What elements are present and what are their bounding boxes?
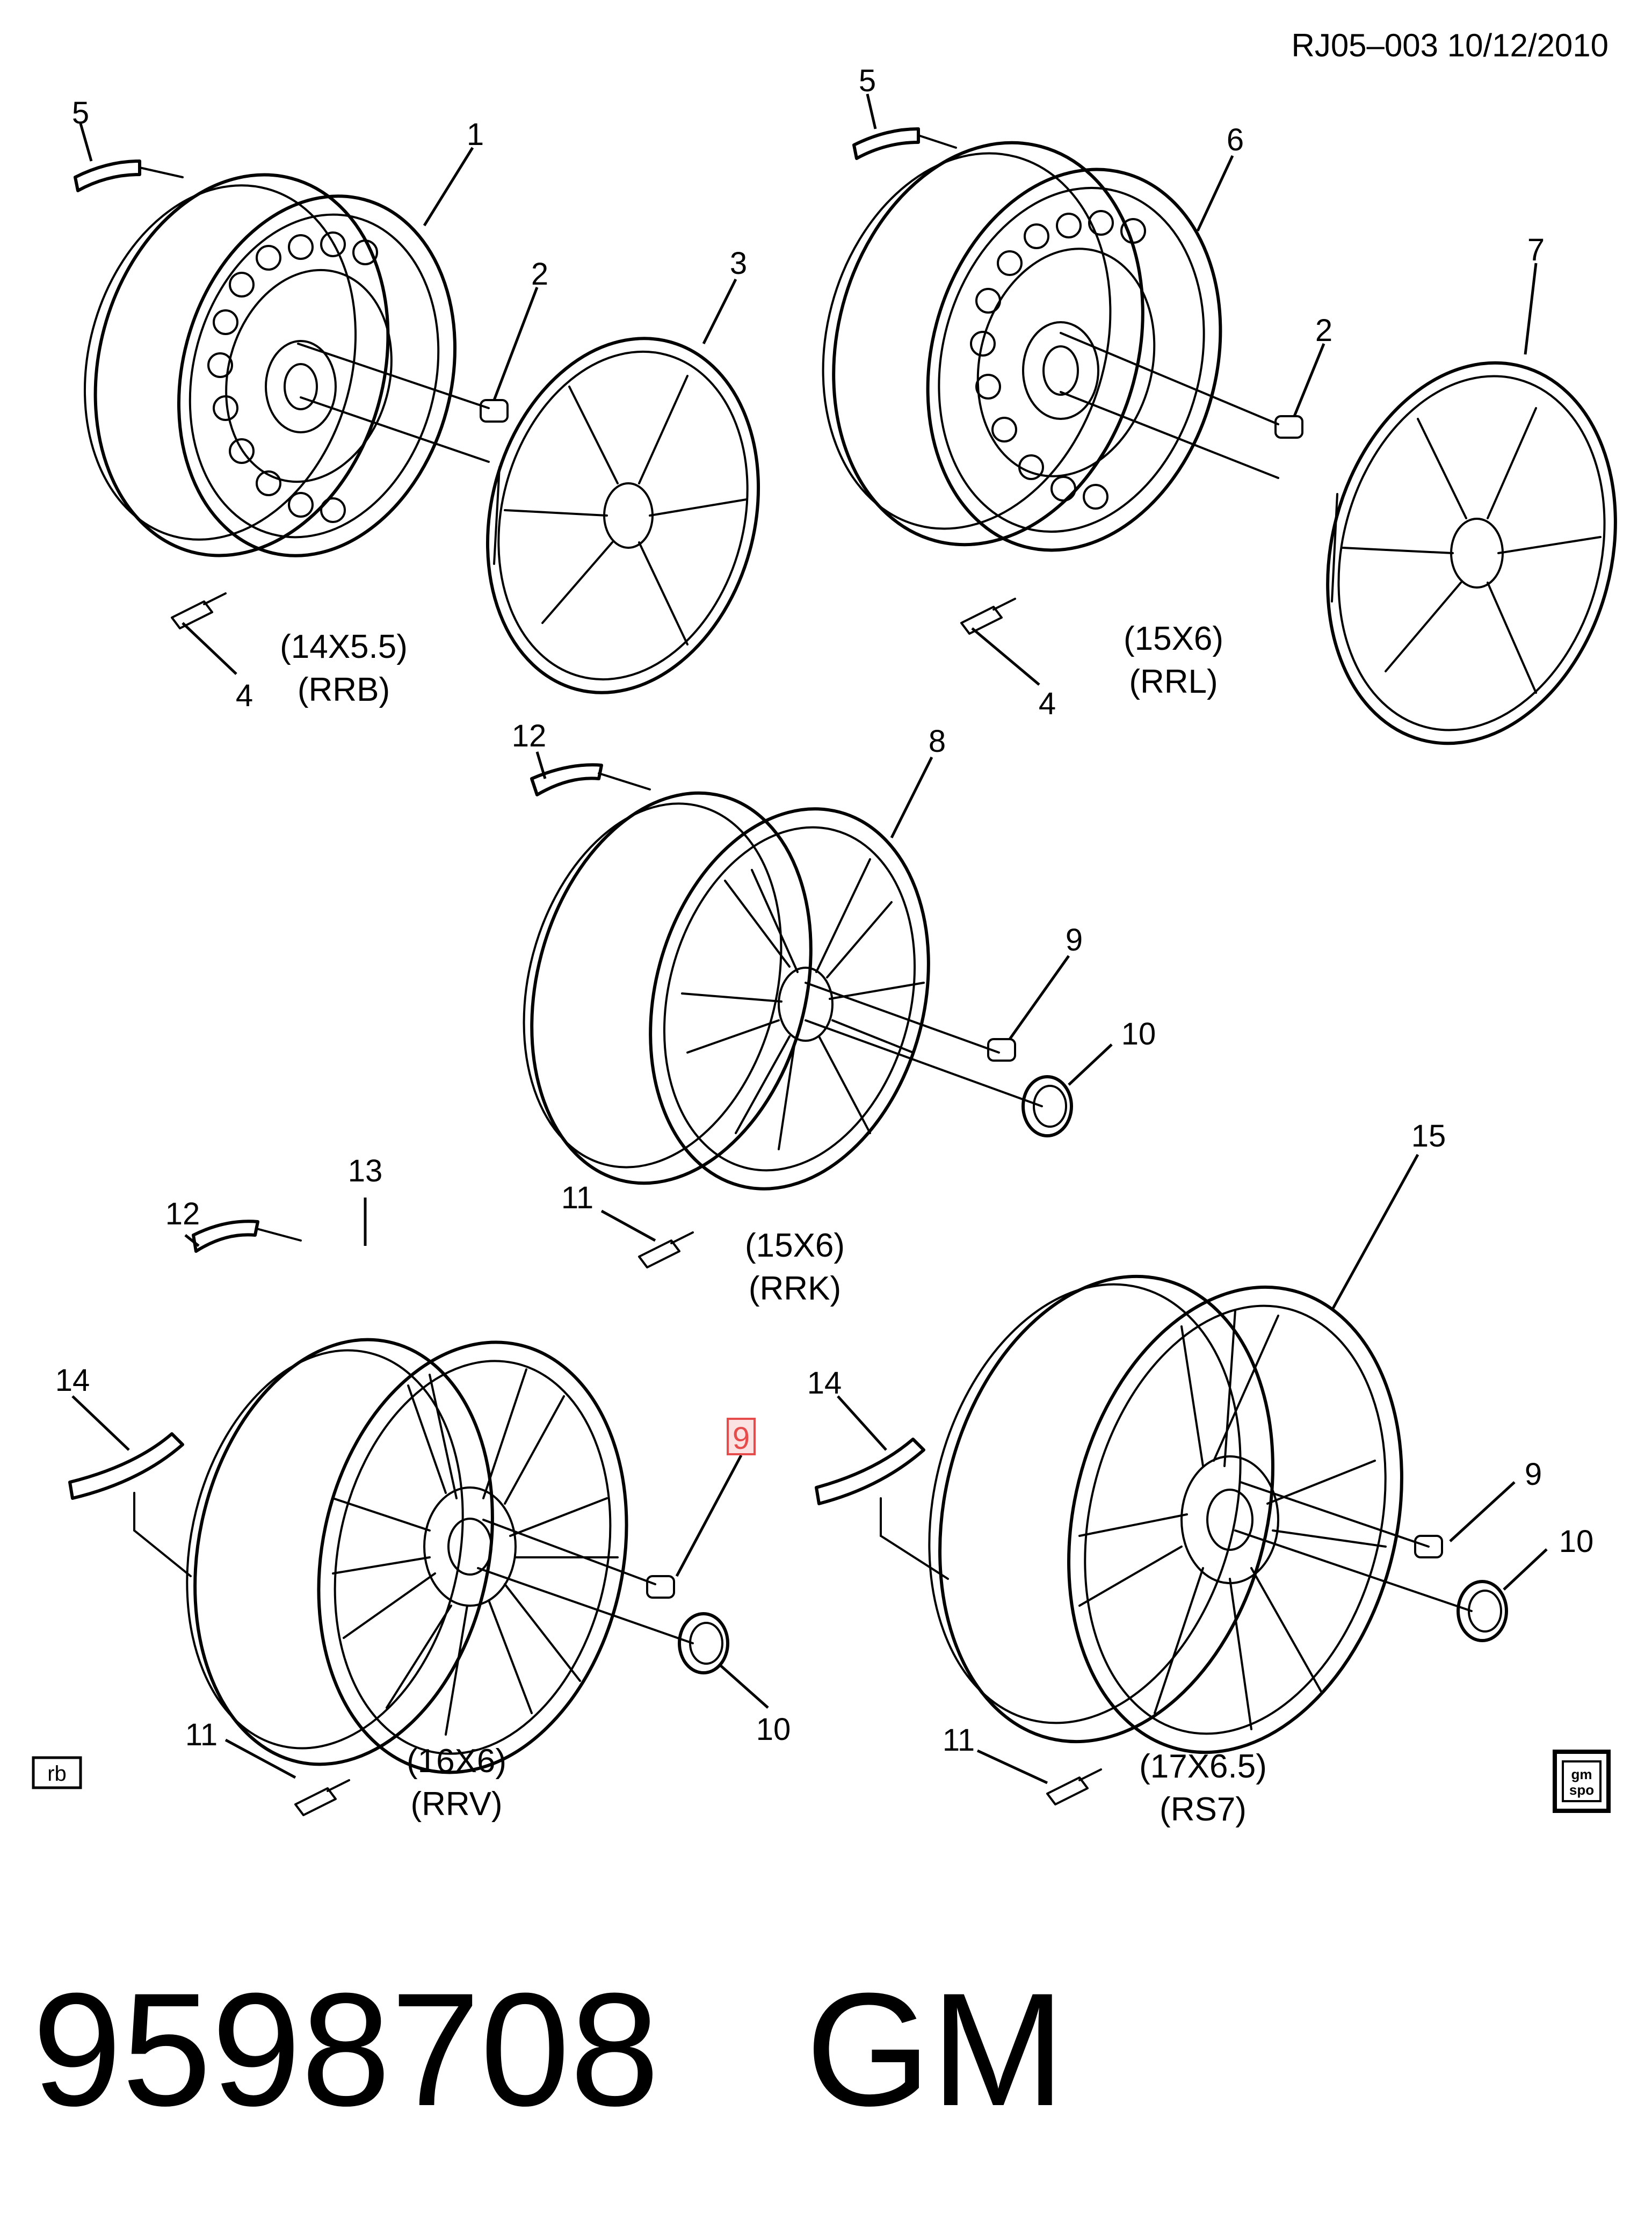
wheel-weight-rrv-14[interactable] (68, 1432, 184, 1500)
wheel-code-rrv: (RRV) (410, 1786, 502, 1823)
alloy-wheel-rrk[interactable] (486, 761, 969, 1221)
svg-text:gm: gm (1571, 1766, 1592, 1782)
callout-14-rs7: 14 (807, 1366, 842, 1401)
callout-12-rrk: 12 (512, 719, 547, 753)
wheel-weight-rrv-12[interactable] (192, 1220, 259, 1253)
part-number: 9598708 (32, 1959, 660, 2139)
valve-stem-rrb[interactable] (171, 592, 227, 629)
gm-spo-logo: gm spo (1553, 1750, 1611, 1813)
callout-8: 8 (929, 724, 946, 759)
wheel-code-rs7: (RS7) (1160, 1791, 1247, 1828)
callout-2-rrl: 2 (1315, 313, 1332, 348)
callout-10-rs7: 10 (1559, 1524, 1594, 1559)
callout-10-rrv: 10 (756, 1712, 791, 1747)
alloy-wheel-rrv[interactable] (151, 1312, 665, 1802)
wheel-cover-rrb[interactable] (450, 308, 797, 723)
wheel-size-rrl: (15X6) (1124, 620, 1223, 657)
svg-text:rb: rb (47, 1762, 67, 1786)
callout-3: 3 (730, 246, 747, 281)
wheel-code-rrl: (RRL) (1129, 663, 1218, 700)
rrb-vent-holes (207, 231, 378, 523)
center-cap-rs7[interactable] (1457, 1580, 1508, 1642)
wheel-rrl-group: 5 6 2 7 4 (15X6) (RRL) (782, 63, 1652, 776)
wheel-size-rs7: (17X6.5) (1139, 1748, 1267, 1785)
wheel-cover-rrl[interactable] (1287, 330, 1652, 776)
callout-7: 7 (1527, 233, 1545, 267)
callout-11-rs7: 11 (943, 1723, 975, 1758)
valve-stem-rs7[interactable] (1046, 1768, 1102, 1805)
callout-5-rrb: 5 (72, 96, 89, 130)
center-cap-rrv[interactable] (678, 1612, 729, 1674)
wheel-rrb-group: 5 1 2 3 4 (14X5.5) (RRB) (47, 96, 797, 723)
lug-nut-rrb[interactable] (480, 399, 509, 423)
lug-nut-rrv[interactable] (646, 1575, 675, 1599)
wheel-weight-rrl[interactable] (852, 127, 920, 160)
wheel-size-rrv: (16X6) (407, 1743, 506, 1780)
valve-stem-rrk[interactable] (638, 1231, 694, 1268)
callout-6: 6 (1227, 122, 1244, 157)
svg-text:9: 9 (733, 1421, 750, 1456)
callout-12-rrv: 12 (165, 1196, 200, 1231)
callout-1: 1 (467, 117, 484, 152)
svg-text:spo: spo (1569, 1782, 1594, 1798)
wheel-weight-rs7-14[interactable] (815, 1438, 925, 1505)
rrl-vent-holes (970, 210, 1146, 510)
wheel-rs7-group: 15 14 9 10 11 (17X6.5) (RS7) (807, 1119, 1594, 1828)
callout-13: 13 (348, 1154, 383, 1188)
callout-11-rrv: 11 (185, 1717, 218, 1752)
diagram-header: RJ05–003 10/12/2010 (1291, 27, 1608, 63)
wheel-size-rrb: (14X5.5) (280, 628, 408, 665)
callout-15: 15 (1411, 1119, 1446, 1154)
wheel-rrv-group: 13 12 14 9 10 11 (16X6) (RRV) (55, 1154, 791, 1823)
wheel-size-rrk: (15X6) (745, 1227, 845, 1264)
wheel-weight-rrk[interactable] (530, 763, 603, 796)
lug-nut-rs7[interactable] (1414, 1535, 1443, 1558)
callout-4-rrl: 4 (1039, 686, 1056, 721)
callout-9-rs7: 9 (1525, 1457, 1542, 1492)
lug-nut-rrk[interactable] (987, 1038, 1016, 1062)
brand-label: GM (806, 1959, 1065, 2139)
callout-9-rrk: 9 (1066, 923, 1083, 957)
wheel-code-rrk: (RRK) (749, 1270, 841, 1307)
steel-wheel-rrl[interactable] (782, 107, 1262, 583)
callout-9-highlighted: 9 (727, 1418, 756, 1456)
callout-4-rrb: 4 (236, 678, 253, 713)
center-cap-rrk[interactable] (1021, 1075, 1073, 1137)
steel-wheel-rrb[interactable] (47, 142, 494, 589)
valve-stem-rrv[interactable] (294, 1779, 350, 1816)
callout-14-rrv: 14 (55, 1363, 90, 1398)
wheel-rrk-group: 12 8 9 10 11 (15X6) (RRK) (486, 719, 1156, 1307)
callout-11-rrk: 11 (561, 1180, 593, 1215)
callout-2-rrb: 2 (531, 257, 548, 292)
wheel-code-rrb: (RRB) (298, 671, 390, 708)
callout-10-rrk: 10 (1121, 1017, 1156, 1051)
callout-5-rrl: 5 (859, 63, 876, 98)
wheel-weight-rrb[interactable] (74, 159, 141, 192)
rb-badge: rb (32, 1756, 82, 1789)
valve-stem-rrl[interactable] (960, 598, 1016, 635)
alloy-wheel-rs7[interactable] (885, 1241, 1449, 1788)
lug-nut-rrl[interactable] (1274, 415, 1303, 439)
